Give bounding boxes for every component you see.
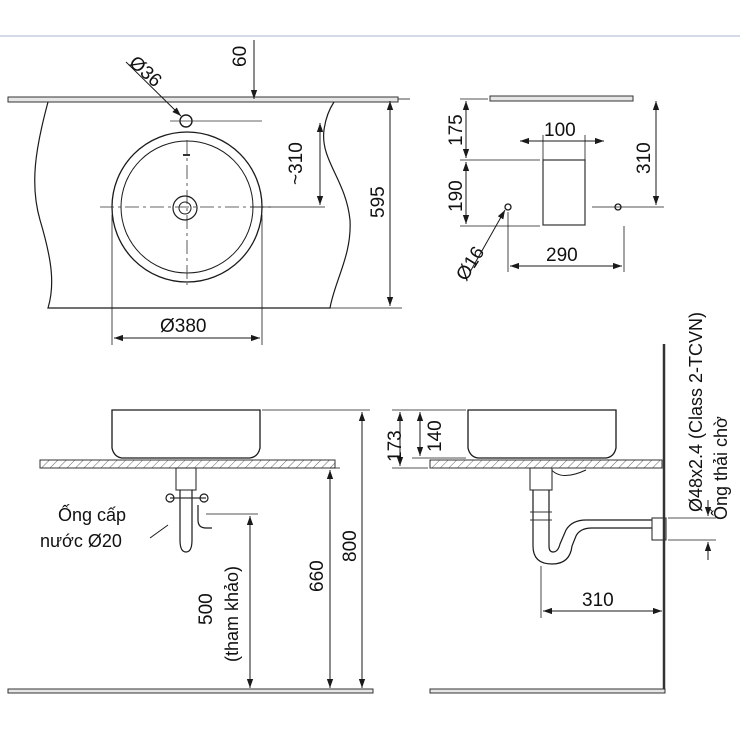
tap-to-center-label: ~310 bbox=[286, 142, 307, 185]
counter-height-label: 800 bbox=[340, 530, 361, 562]
drain-pipe bbox=[179, 490, 193, 553]
tap-offset-label: 60 bbox=[230, 46, 251, 67]
drain-hole-inner bbox=[178, 201, 192, 215]
wall-elevation-view: 175 190 100 310 Ø16 290 bbox=[446, 95, 664, 285]
countertop-side bbox=[429, 459, 663, 469]
trap-pipe-inner bbox=[548, 490, 655, 553]
supply-valve-right-icon bbox=[199, 493, 209, 503]
water-supply-leader bbox=[149, 524, 169, 539]
side-elevation-view: 173 140 310 Ø48x2.4 (Class 2-TCVN) Ống t… bbox=[385, 312, 731, 694]
supply-hole-leader bbox=[469, 209, 506, 273]
basin-dia-label: Ø380 bbox=[160, 316, 206, 337]
countertop-edge-top bbox=[7, 96, 399, 103]
tap-dia-leader bbox=[125, 61, 182, 117]
trap-fitting bbox=[529, 467, 553, 491]
floor-left bbox=[7, 688, 374, 694]
supply-hole-dia-label: Ø16 bbox=[452, 243, 489, 285]
basin-height-label: 140 bbox=[425, 420, 446, 452]
drain-hole-outer bbox=[172, 195, 198, 221]
supply-valve-left-icon bbox=[165, 493, 175, 503]
supply-spacing-label: 290 bbox=[546, 245, 578, 266]
supply-height-label: 500 bbox=[196, 593, 217, 625]
water-supply-label-line1: Ống cấp bbox=[58, 504, 126, 525]
drain-fitting bbox=[175, 467, 197, 491]
supply-height-note: (tham khảo) bbox=[222, 566, 242, 662]
basin-side-profile bbox=[467, 409, 617, 459]
trap-to-wall-label: 310 bbox=[582, 590, 614, 611]
countertop-outline bbox=[34, 101, 351, 309]
wall-175-label: 175 bbox=[446, 114, 467, 146]
wall-190-label: 190 bbox=[446, 180, 467, 212]
plan-view: Ø36 60 ~310 595 Ø380 bbox=[7, 40, 410, 345]
water-supply-label-line2: nước Ø20 bbox=[40, 531, 122, 551]
box-width-label: 100 bbox=[544, 120, 576, 141]
wall-310-label: 310 bbox=[634, 142, 655, 174]
wall-countertop-edge bbox=[489, 95, 634, 102]
front-elevation-view: Ống cấp nước Ø20 500 (tham khảo) 660 800 bbox=[7, 409, 374, 694]
waste-pipe-spec-label: Ø48x2.4 (Class 2-TCVN) bbox=[686, 312, 706, 512]
tap-hole-dia-label: Ø36 bbox=[125, 52, 166, 92]
counter-depth-label: 595 bbox=[368, 186, 389, 218]
wall-waste-box bbox=[542, 159, 586, 226]
basin-total-height-label: 173 bbox=[385, 430, 406, 462]
supply-pipe bbox=[197, 505, 212, 529]
basin-underside-curve bbox=[549, 467, 587, 476]
basin-front-profile bbox=[111, 409, 261, 459]
waste-pipe-label: Ống thải chờ bbox=[710, 416, 731, 520]
trap-pipe bbox=[532, 490, 655, 565]
floor-right bbox=[429, 688, 666, 694]
floor-to-counter-label: 660 bbox=[307, 560, 328, 592]
supply-hole-icon bbox=[504, 203, 512, 211]
countertop-front bbox=[39, 459, 336, 469]
waste-wall-fitting bbox=[651, 517, 667, 541]
